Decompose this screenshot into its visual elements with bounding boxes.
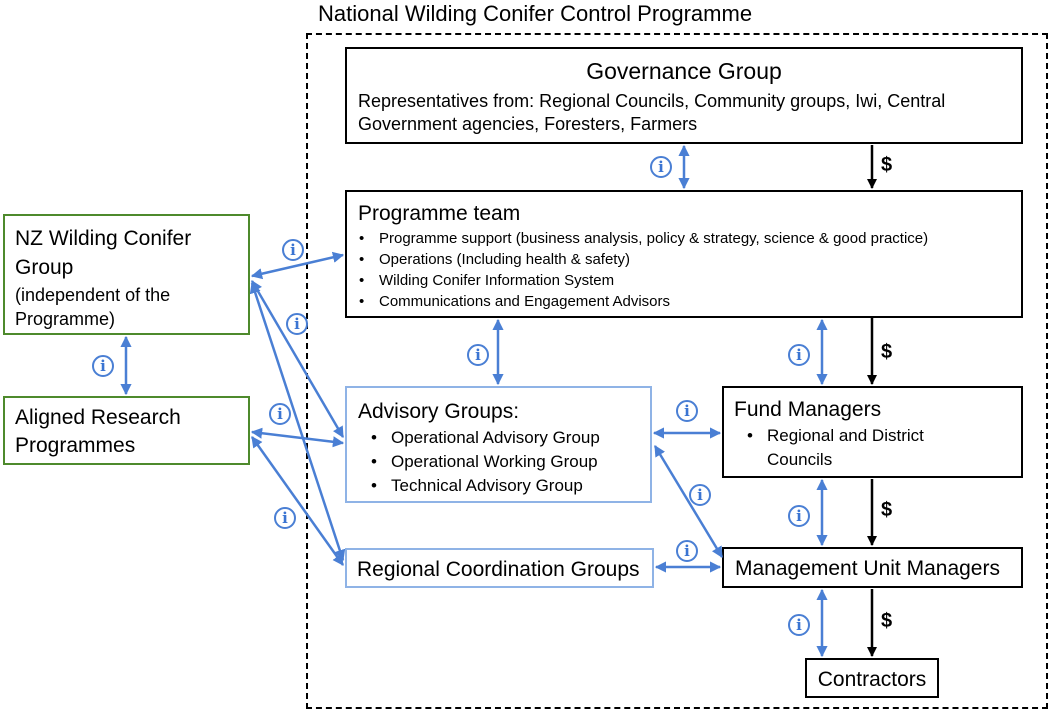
regional-coordination-groups-box: Regional Coordination Groups: [345, 548, 654, 588]
nz-wilding-conifer-group-box: NZ Wilding Conifer Group (independent of…: [3, 214, 250, 335]
info-icon-glyph: i: [290, 241, 296, 259]
fund-managers-item-line2: Councils: [767, 450, 833, 469]
advisory-group-item: Technical Advisory Group: [371, 476, 583, 496]
info-arrow-nz-advisory: [250, 280, 345, 438]
info-icon: [467, 344, 489, 366]
governance-group-title: Governance Group: [586, 58, 782, 84]
advisory-group-item: Operational Working Group: [371, 452, 598, 472]
fund-managers-title: Fund Managers: [734, 398, 882, 421]
info-arrow-nz-team: [250, 251, 345, 280]
info-arrow-aligned-advisory: [250, 427, 345, 448]
advisory-groups-title: Advisory Groups:: [358, 400, 520, 423]
advisory-group-item: Operational Advisory Group: [371, 428, 600, 448]
info-icon-glyph: i: [684, 402, 690, 420]
info-icon-glyph: i: [658, 158, 664, 176]
fund-managers-box: Fund Managers Regional and District Coun…: [722, 386, 1023, 478]
programme-team-item: Programme support (business analysis, po…: [359, 230, 928, 247]
aligned-research-line2: Programmes: [15, 434, 136, 457]
funding-dollar-label: $: [881, 499, 892, 521]
governance-group-box: Governance Group Representatives from: R…: [345, 47, 1023, 144]
info-arrow-management-advisory: [653, 445, 724, 558]
aligned-research-line1: Aligned Research: [15, 406, 181, 429]
contractors-label: Contractors: [817, 668, 927, 691]
nz-group-line1: NZ Wilding Conifer: [15, 227, 192, 250]
programme-team-item: Wilding Conifer Information System: [359, 272, 614, 289]
info-icon-glyph: i: [697, 486, 703, 504]
programme-title: National Wilding Conifer Control Program…: [318, 1, 753, 26]
info-icon: [92, 355, 114, 377]
info-icon-glyph: i: [475, 346, 481, 364]
info-icon: [788, 505, 810, 527]
info-icon: [269, 403, 291, 425]
fund-managers-item-line1: Regional and District: [747, 426, 924, 446]
info-icon-glyph: i: [294, 315, 300, 333]
programme-team-title: Programme team: [358, 202, 521, 225]
nz-group-line3: (independent of the: [15, 285, 171, 305]
info-icon: [788, 344, 810, 366]
info-icon-glyph: i: [796, 507, 802, 525]
info-icon: [689, 484, 711, 506]
governance-group-line1: Representatives from: Regional Councils,…: [358, 91, 946, 111]
regional-coordination-groups-label: Regional Coordination Groups: [357, 558, 640, 581]
info-icon: [282, 239, 304, 261]
info-icon-glyph: i: [277, 405, 283, 423]
funding-dollar-label: $: [881, 341, 892, 363]
info-icon: [286, 313, 308, 335]
advisory-groups-box: Advisory Groups: Operational Advisory Gr…: [345, 386, 652, 503]
info-icon: [676, 400, 698, 422]
info-icon-glyph: i: [796, 616, 802, 634]
governance-group-line2: Government agencies, Foresters, Farmers: [358, 114, 698, 134]
funding-dollar-label: $: [881, 154, 892, 176]
aligned-research-box: Aligned Research Programmes: [3, 396, 250, 465]
info-icon-glyph: i: [282, 509, 288, 527]
management-unit-managers-box: Management Unit Managers: [722, 547, 1023, 588]
programme-team-box: Programme team Programme support (busine…: [345, 190, 1023, 318]
info-icon-glyph: i: [684, 542, 690, 560]
info-icon: [274, 507, 296, 529]
nz-group-line4: Programme): [15, 309, 116, 329]
info-icon: [676, 540, 698, 562]
info-arrow-aligned-regional: [250, 436, 345, 566]
management-unit-managers-label: Management Unit Managers: [735, 557, 1000, 580]
info-icon-glyph: i: [100, 357, 106, 375]
contractors-box: Contractors: [805, 658, 939, 698]
funding-dollar-label: $: [881, 610, 892, 632]
info-icon: [788, 614, 810, 636]
programme-team-item: Operations (Including health & safety): [359, 251, 630, 268]
info-icon-glyph: i: [796, 346, 802, 364]
nz-group-line2: Group: [15, 256, 74, 279]
programme-team-item: Communications and Engagement Advisors: [359, 293, 670, 310]
info-icon: [650, 156, 672, 178]
